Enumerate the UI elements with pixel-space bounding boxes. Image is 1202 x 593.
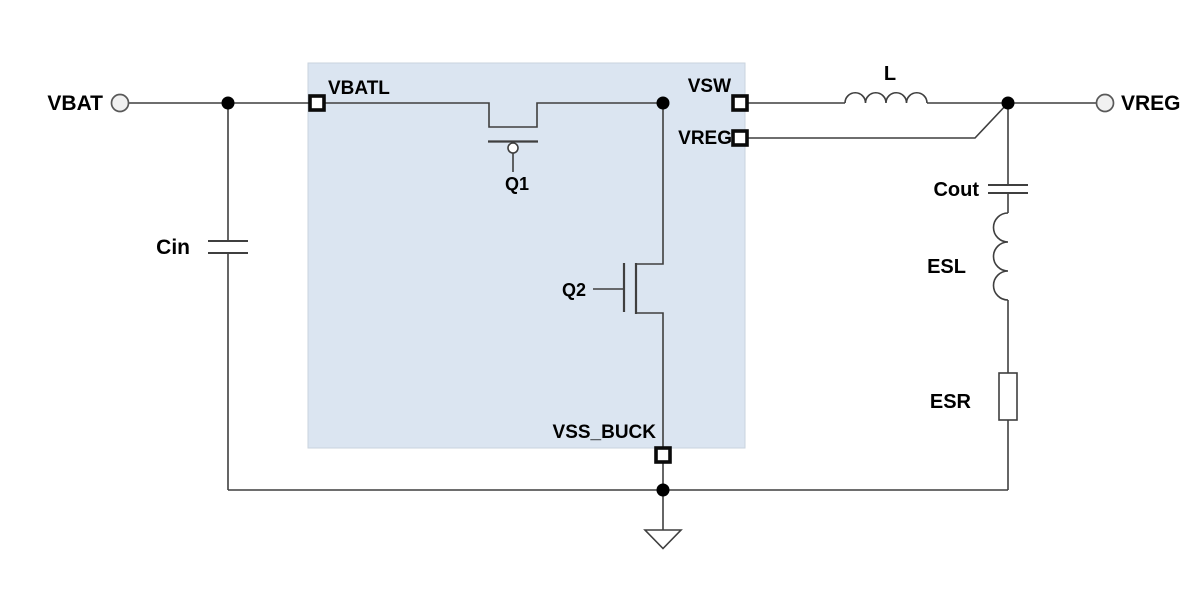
q1-pmos-bubble-icon	[507, 142, 519, 154]
vss-buck-pin-label: VSS_BUCK	[553, 422, 657, 443]
vbat-terminal-label: VBAT	[47, 92, 103, 115]
pin-square-vss-buck	[654, 446, 672, 464]
esr-resistor-body	[998, 372, 1018, 421]
inductor-l-coil	[844, 92, 928, 104]
buck-ic-region	[307, 62, 746, 449]
cout-label: Cout	[933, 179, 979, 201]
vbatl-pin-label: VBATL	[328, 78, 390, 99]
junction-dot-vbat-cin	[221, 96, 235, 110]
junction-dot-vsw-node	[656, 96, 670, 110]
esl-inductor-coil	[992, 212, 1009, 301]
pin-square-vsw	[731, 94, 749, 112]
vreg-terminal-label: VREG	[1121, 92, 1181, 115]
pin-square-vreg	[731, 129, 749, 147]
esl-label: ESL	[927, 256, 966, 278]
junction-dot-ground-node	[656, 483, 670, 497]
inductor-l-label: L	[884, 63, 896, 85]
esr-label: ESR	[930, 391, 972, 413]
cin-label: Cin	[156, 236, 190, 259]
vbat-terminal	[110, 93, 130, 113]
vreg-pin-label: VREG	[678, 128, 732, 149]
q1-drain-source-path	[325, 102, 663, 128]
pin-square-vbatl	[308, 94, 326, 112]
q2-source-lead-wire	[636, 312, 664, 447]
junction-dot-vreg-node	[1001, 96, 1015, 110]
q1-label: Q1	[505, 174, 529, 194]
q2-drain-lead-wire	[636, 103, 664, 265]
vreg-terminal	[1095, 93, 1115, 113]
q2-label: Q2	[562, 280, 586, 300]
vsw-pin-label: VSW	[688, 76, 731, 97]
vreg-sense-wire	[748, 102, 1009, 139]
ground-symbol-icon	[643, 529, 683, 550]
